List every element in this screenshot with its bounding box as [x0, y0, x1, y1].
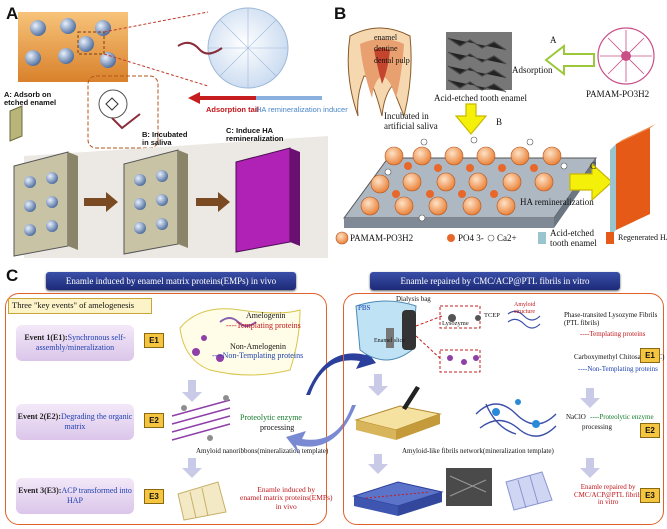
panel-a-incubated-label: B: Incubated in saliva — [142, 130, 188, 148]
cmc-label: Carboxymethyl Chitosan(CMC) — [574, 353, 665, 361]
enamel-label: enamel — [374, 33, 398, 42]
right-result-label: Enamle repaired by CMC/ACP@PTL fibrils i… — [574, 483, 643, 507]
tag-e2: E2 — [144, 413, 164, 428]
legend-regenerated: Regenerated HA — [618, 233, 667, 242]
step-c-label: C — [590, 161, 597, 171]
panel-a-induce-label: C: Induce HA remineralization — [226, 126, 284, 144]
right-process-illustration — [352, 300, 600, 516]
tag-e3: E3 — [144, 489, 164, 504]
panel-b-label: B — [334, 4, 347, 23]
inducer-label: HA remineralization inducer — [256, 105, 348, 114]
proteolytic-label-left: Proteolytic enzyme — [240, 413, 302, 422]
event-1-title: Event 1(E1): — [24, 333, 68, 342]
phase-transited-label: Phase-transited Lysozyme Fibrils (PTL fi… — [564, 311, 658, 327]
panel-a-diagram — [8, 6, 328, 258]
panel-c-label: C — [6, 266, 19, 285]
event-1-desc: Synchronous self-assembly/mineralization — [35, 333, 126, 352]
adsorption-tail-label: Adsorption tail — [206, 105, 259, 114]
processing-label-left: processing — [260, 423, 295, 432]
acid-etched-label: Acid-etched tooth enamel — [434, 93, 527, 103]
non-templating-label-left: ----Non-Templating proteins — [212, 351, 304, 360]
naclo-label: NaClO — [566, 413, 586, 421]
event-1-box: Event 1(E1):Synchronous self-assembly/mi… — [16, 325, 134, 361]
incubated-saliva-label: Incubated in artificial saliva — [384, 111, 438, 131]
templating-label-left: ----Templating proteins — [226, 321, 301, 330]
processing-label-right: processing — [582, 423, 612, 431]
dialysis-label: Dialysis bag — [396, 295, 431, 303]
event-2-desc: Degrading the organic matrix — [60, 412, 133, 431]
non-amelogenin-label: Non-Amelogenin — [230, 342, 286, 351]
dental-pulp-label: dental pulp — [374, 56, 410, 65]
enamel-slice-label: Enamel slice — [374, 338, 405, 344]
legend-ca: Ca2+ — [497, 233, 517, 243]
left-title-banner: Enamle induced by enamel matrix proteins… — [46, 272, 296, 290]
step-a-label: A — [550, 35, 557, 45]
right-tag-e2: E2 — [640, 423, 660, 438]
left-frame — [5, 293, 327, 525]
step-b-label: B — [496, 117, 503, 127]
key-events-label: Three "key events" of amelogenesis — [12, 300, 135, 310]
legend-etched: Acid-etched tooth enamel — [550, 228, 597, 248]
tag-e1: E1 — [144, 333, 164, 348]
event-3-desc: ACP transformed into HAP — [61, 486, 132, 505]
right-frame — [343, 293, 664, 525]
event-2-box: Event 2(E2):Degrading the organic matrix — [16, 404, 134, 440]
amelogenin-label: Amelogenin — [246, 311, 286, 320]
proteolytic-label-right: ----Proteolytic enzyme — [590, 413, 654, 421]
amyloid-nanoribbons-label: Amyloid nanoribbons(mineralization templ… — [196, 447, 329, 455]
non-templating-label-right: ----Non-Templating proteins — [578, 365, 658, 373]
right-tag-e3: E3 — [640, 488, 660, 503]
left-e3-label: Enamle induced by enamel matrix proteins… — [240, 485, 333, 511]
event-2-title: Event 2(E2): — [17, 412, 61, 421]
right-title-banner: Enamle repaired by CMC/ACP@PTL fibrils i… — [370, 272, 620, 290]
legend-po4: PO4 3- — [458, 233, 484, 243]
cycle-arrows-icon — [286, 345, 376, 455]
panel-b-illustration — [335, 27, 656, 245]
network-label: Amyloid-like fibrils network(mineralizat… — [402, 447, 554, 455]
dentine-label: dentine — [374, 44, 398, 53]
legend-pamam: PAMAM-PO3H2 — [350, 233, 414, 243]
event-3-title: Event 3(E3): — [18, 486, 62, 495]
pamam-label: PAMAM-PO3H2 — [586, 89, 650, 99]
right-tag-e1: E1 — [640, 348, 660, 363]
panel-a-label: A — [6, 4, 19, 23]
pbs-label: PBS — [358, 304, 371, 312]
adsorption-label: Adsorption — [512, 65, 553, 75]
panel-a-adsorb-label: A: Adsorb on etched enamel — [4, 90, 57, 108]
templating-label-right: ----Templating proteins — [580, 330, 646, 338]
event-3-box: Event 3(E3):ACP transformed into HAP — [16, 478, 134, 514]
amyloid-structure-label: Amyloid structure — [514, 302, 536, 315]
tcep-label: TCEP — [484, 312, 500, 319]
panel-a-illustration — [9, 7, 328, 258]
lysozyme-label: Lysozyme — [442, 320, 469, 327]
left-process-illustration — [171, 308, 301, 521]
key-events-box: Three "key events" of amelogenesis — [8, 298, 152, 314]
ha-remineralization-label: HA remineralization — [520, 197, 594, 207]
panel-b-diagram — [334, 6, 664, 258]
